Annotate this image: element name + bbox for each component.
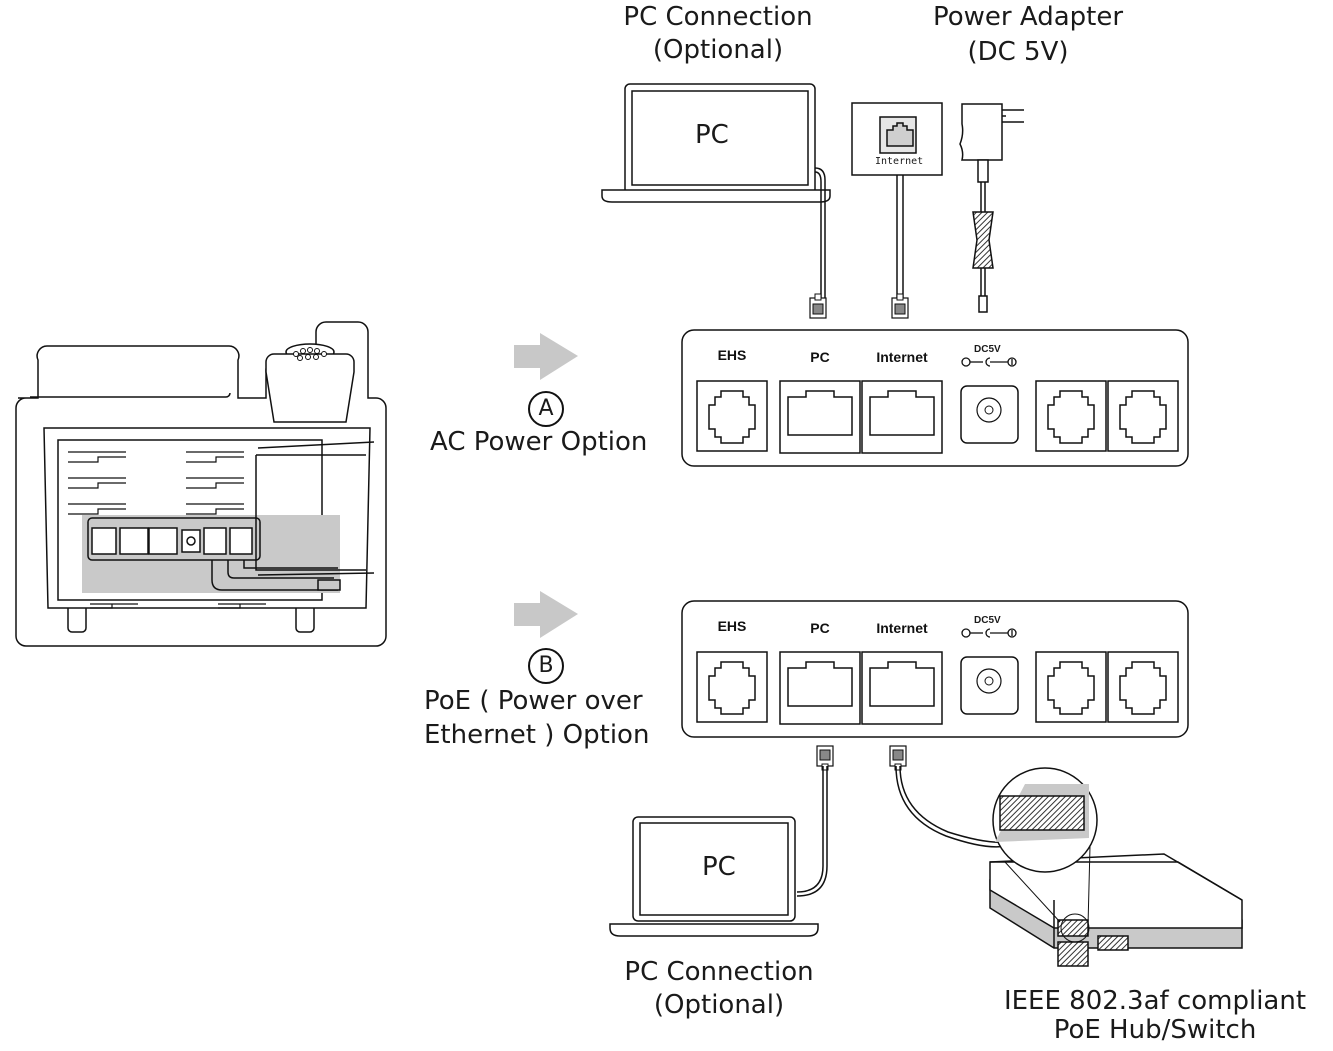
- poe-switch: [989, 767, 1243, 967]
- bottom-pc-screen-label: PC: [702, 852, 736, 882]
- port-label-dc-a: DC5V: [974, 344, 1001, 355]
- port-panel-a: [681, 329, 1189, 467]
- port-label-pc-b: PC: [810, 620, 830, 636]
- bottom-pc-connection-sub: (Optional): [653, 990, 785, 1020]
- port-panel-b: [681, 600, 1189, 738]
- port-label-pc-a: PC: [810, 349, 830, 365]
- port-label-ehs-a: EHS: [717, 347, 747, 363]
- top-pc-connection-sub: (Optional): [652, 35, 784, 65]
- laptop-bottom: [609, 816, 819, 937]
- option-b-label-line2: Ethernet ) Option: [424, 720, 650, 750]
- top-pc-connection-label: PC Connection: [623, 2, 813, 32]
- switch-label-line1: IEEE 802.3af compliant: [1003, 986, 1307, 1016]
- option-b-label-line1: PoE ( Power over: [424, 686, 643, 716]
- top-pc-screen-label: PC: [695, 120, 729, 150]
- internet-wall-jack: [851, 102, 943, 299]
- port-label-internet-b: Internet: [876, 620, 928, 636]
- switch-label-line2: PoE Hub/Switch: [1053, 1015, 1257, 1045]
- arrow-a: [514, 333, 578, 380]
- option-a-marker: A: [528, 391, 564, 427]
- port-label-dc-b: DC5V: [974, 615, 1001, 626]
- port-label-internet-a: Internet: [876, 349, 928, 365]
- wall-jack-label: Internet: [875, 156, 924, 167]
- arrow-b: [514, 591, 578, 638]
- phone-rear-illustration: [15, 321, 387, 647]
- power-adapter-label: Power Adapter: [932, 2, 1124, 32]
- pc-cable-bottom: [796, 766, 828, 897]
- port-label-ehs-b: EHS: [717, 618, 747, 634]
- option-a-label: AC Power Option: [430, 427, 648, 457]
- power-adapter-sub: (DC 5V): [967, 37, 1069, 67]
- bottom-pc-connection-label: PC Connection: [624, 957, 814, 987]
- power-adapter: [959, 103, 1024, 313]
- internet-cable-bottom: [895, 765, 1007, 848]
- option-b-marker: B: [528, 648, 564, 684]
- laptop-top: [601, 83, 831, 300]
